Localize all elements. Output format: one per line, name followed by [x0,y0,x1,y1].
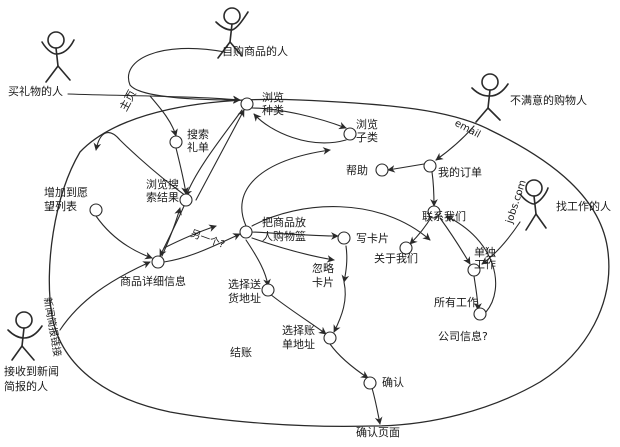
edge-skip-billing [333,281,346,333]
label-wishlist-line1: 增加到愿 [44,185,88,199]
label-jobs-com: jobs.com [504,179,529,226]
edge-results-category-up [195,109,245,201]
edge-billing-confirm [329,343,369,379]
edge-orders-contact [430,171,438,207]
node-cart-dot[interactable] [239,225,253,239]
node-contact-us-dot[interactable] [427,205,441,219]
label-confirm: 确认 [382,376,404,389]
node-help-dot[interactable] [375,163,389,177]
node-my-orders-dot[interactable] [423,159,437,173]
label-billing-line2: 单地址 [282,337,315,351]
node-browse-results-dot[interactable] [179,193,193,207]
edge-single-alljobs [473,275,482,311]
node-wishlist-dot[interactable] [89,203,103,217]
edge-gift-buyer-home [67,93,241,104]
label-contact-us: 联系我们 [422,209,466,223]
label-search-gift-line1: 搜索 [187,127,209,141]
edge-write-card-skip [341,245,350,283]
actor-gift-buyer: 买礼物的人 [8,84,63,98]
label-write-card: 写卡片 [356,232,389,245]
edge-another [163,224,217,249]
actor-newsletter-reader-line2: 简报的人 [4,379,48,393]
label-shipping-line2: 货地址 [228,291,261,305]
edge-category-results [184,109,243,197]
label-browse-category-line2: 种类 [262,103,284,117]
edge-contact-single [439,217,471,265]
node-shipping-dot[interactable] [261,283,275,297]
edge-results-wishlist [93,132,187,197]
edge-shipping-billing [269,293,327,335]
label-skip-card-line2: 卡片 [312,276,334,289]
label-checkout: 结账 [230,346,252,359]
label-single-job-line1: 单独 [474,246,496,259]
actor-newsletter-reader-figure [7,311,43,361]
node-search-gift-dot[interactable] [169,135,183,149]
edge-cart-write-card [251,231,339,240]
label-single-job-line2: 工作 [474,258,496,271]
edge-details-cart [163,233,241,263]
label-home-page: 主页 [117,88,139,114]
edge-cart-shipping [245,239,271,287]
edge-seeker-single [481,221,521,265]
edge-confirm-page [371,387,383,425]
actor-self-buyer-figure [215,7,249,59]
actor-newsletter-reader-line1: 接收到新闻 [4,364,59,378]
site-boundary [48,98,610,428]
label-company-info: 公司信息? [438,329,488,343]
node-write-card-dot[interactable] [337,231,351,245]
edge-self-buyer-home [127,47,241,104]
edge-wishlist-details [95,215,153,260]
label-billing-line1: 选择账 [282,323,315,337]
edge-cart-contact [251,206,431,241]
node-browse-subcategory-dot[interactable] [343,127,357,141]
edge-newsletter-details [59,261,151,331]
label-product-details: 商品详细信息 [120,274,186,288]
node-confirm-dot[interactable] [363,376,377,390]
edge-category-subcategory [251,107,347,130]
node-about-us-dot[interactable] [399,241,413,255]
edge-unhappy-orders [435,125,475,161]
label-email: email [453,118,483,141]
edge-to-search-gift [149,95,178,137]
edge-subcategory-category [253,113,347,144]
label-my-orders: 我的订单 [438,165,482,179]
label-about-us: 关于我们 [374,251,418,265]
label-browse-results-line2: 索结果 [146,190,179,204]
node-billing-dot[interactable] [323,331,337,345]
actor-self-buyer: 自购商品的人 [222,44,288,58]
node-product-details-dot[interactable] [151,255,165,269]
label-cart-line2: 人购物篮 [262,229,306,243]
label-skip-card-line1: 忽略 [312,261,334,275]
edge-orders-help [387,163,425,173]
label-confirm-page: 确认页面 [356,426,400,439]
label-search-gift-line2: 礼单 [187,140,209,154]
label-another: 另一个? [189,228,226,251]
node-single-job-dot[interactable] [467,263,481,277]
label-browse-category-line1: 浏览 [262,90,284,104]
edge-details-results [161,207,182,257]
label-browse-results-line1: 浏览搜 [146,177,179,191]
label-cart-line1: 把商品放 [262,215,306,229]
label-help: 帮助 [346,163,368,177]
edge-contact-about [409,215,433,245]
node-browse-category-dot[interactable] [240,97,254,111]
actor-unhappy-buyer-figure [471,73,509,123]
edge-alljobs-contact [445,215,497,313]
label-shipping-line1: 选择送 [228,277,261,291]
edge-gift-results [175,147,189,195]
label-newsletter-link: 新闻简报链接 [41,296,64,357]
edge-cart-skip [251,237,335,263]
edge-cart-top-loop [241,147,331,227]
label-browse-subcategory-line2: 子类 [356,130,378,144]
actor-job-seeker: 找工作的人 [556,199,611,213]
label-wishlist-line2: 望列表 [44,199,77,213]
label-all-jobs: 所有工作 [434,295,478,309]
actor-gift-buyer-figure [41,31,75,83]
actor-unhappy-buyer: 不满意的购物人 [510,93,587,107]
label-browse-subcategory-line1: 浏览 [356,117,378,131]
node-all-jobs-dot[interactable] [473,307,487,321]
actor-job-seeker-figure [519,179,549,231]
